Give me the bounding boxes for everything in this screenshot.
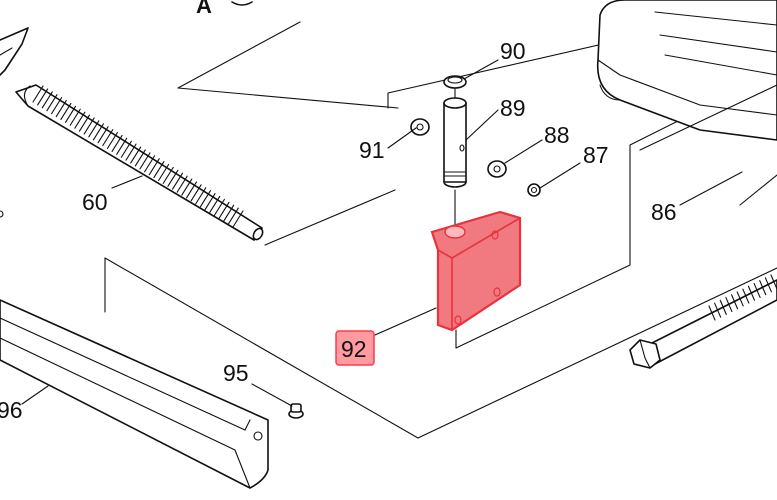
part-label-96: 96 [0, 397, 23, 423]
pivot-pin [443, 97, 467, 229]
thread-ring [167, 169, 179, 187]
e-ring-clip [443, 75, 467, 99]
thread-ring [144, 155, 156, 173]
frame-line [177, 87, 399, 109]
thread-ring [195, 187, 207, 205]
thread-ring [88, 120, 100, 138]
thread-ring [69, 108, 81, 126]
bolt-thread [708, 305, 716, 321]
hex-bolt [629, 274, 777, 369]
part-label-92-highlight [335, 330, 375, 366]
section-label-a: A [196, 0, 212, 18]
thread-ring [55, 99, 67, 118]
bolt-thread [747, 285, 756, 301]
bolt-thread [736, 291, 744, 307]
thread-ring [185, 181, 198, 199]
frame-line [455, 79, 761, 349]
frame-line [104, 257, 419, 439]
thread-ring [92, 123, 105, 141]
thread-ring [106, 131, 118, 150]
thread-ring [102, 129, 114, 147]
thread-ring [213, 198, 225, 216]
frame-line [177, 21, 301, 89]
thread-ring [209, 195, 221, 214]
thread-ring [97, 126, 109, 144]
thread-ring [78, 114, 91, 132]
bolt-thread [753, 282, 761, 299]
bolt-thread [742, 288, 750, 304]
bolt-thread [759, 280, 767, 296]
flat-washer-left [410, 118, 430, 136]
thread-ring [32, 85, 44, 103]
thread-ring [37, 88, 49, 106]
thread-ring [125, 143, 137, 161]
section-marker-circle [231, 1, 253, 6]
housing-part [596, 0, 777, 206]
highlighted-bracket-92 [430, 210, 522, 332]
thread-ring [83, 117, 95, 135]
thread-ring [181, 178, 193, 196]
thread-ring [148, 158, 160, 176]
thread-ring [51, 97, 63, 115]
part-label-92: 92 [341, 336, 367, 362]
part-label-91: 91 [359, 137, 385, 163]
thread-ring [176, 175, 188, 193]
bolt-thread [770, 274, 777, 290]
bolt-thread [725, 296, 733, 313]
thread-ring [199, 190, 211, 208]
thread-ring [60, 102, 72, 120]
frame-line [264, 189, 396, 246]
thread-ring [218, 201, 230, 219]
thread-ring [171, 172, 184, 190]
channel-rail [0, 299, 269, 489]
thread-ring [111, 134, 123, 152]
thread-ring [134, 149, 146, 167]
thread-ring [120, 140, 132, 158]
thread-ring [158, 163, 170, 182]
part-label-95: 95 [223, 360, 249, 386]
small-screw [288, 403, 304, 419]
thread-ring [116, 137, 128, 155]
bolt-thread [714, 302, 722, 318]
part-label-60: 60 [82, 189, 108, 215]
retaining-ring [527, 183, 541, 197]
thread-ring [204, 193, 216, 211]
part-label-88: 88 [544, 122, 570, 148]
thread-ring [162, 166, 174, 184]
part-label-86: 86 [651, 199, 677, 225]
part-label-89: 89 [500, 95, 526, 121]
bolt-thread [764, 277, 772, 293]
thread-ring [46, 94, 58, 112]
thread-ring [232, 210, 244, 228]
bolt-thread [719, 299, 727, 315]
threaded-rod [0, 27, 264, 241]
thread-ring [130, 146, 142, 164]
thread-ring [139, 152, 151, 170]
thread-ring [65, 105, 77, 123]
thread-ring [227, 207, 239, 225]
frame-line [417, 267, 777, 439]
thread-ring [153, 161, 165, 179]
thread-ring [190, 184, 202, 202]
thread-ring [74, 111, 86, 129]
leader-lines [21, 59, 743, 407]
part-label-90: 90 [500, 38, 526, 64]
thread-ring [223, 204, 235, 222]
flat-washer-right [487, 160, 507, 178]
thread-ring [41, 91, 53, 109]
bolt-thread [730, 294, 739, 310]
part-label-87: 87 [583, 142, 609, 168]
